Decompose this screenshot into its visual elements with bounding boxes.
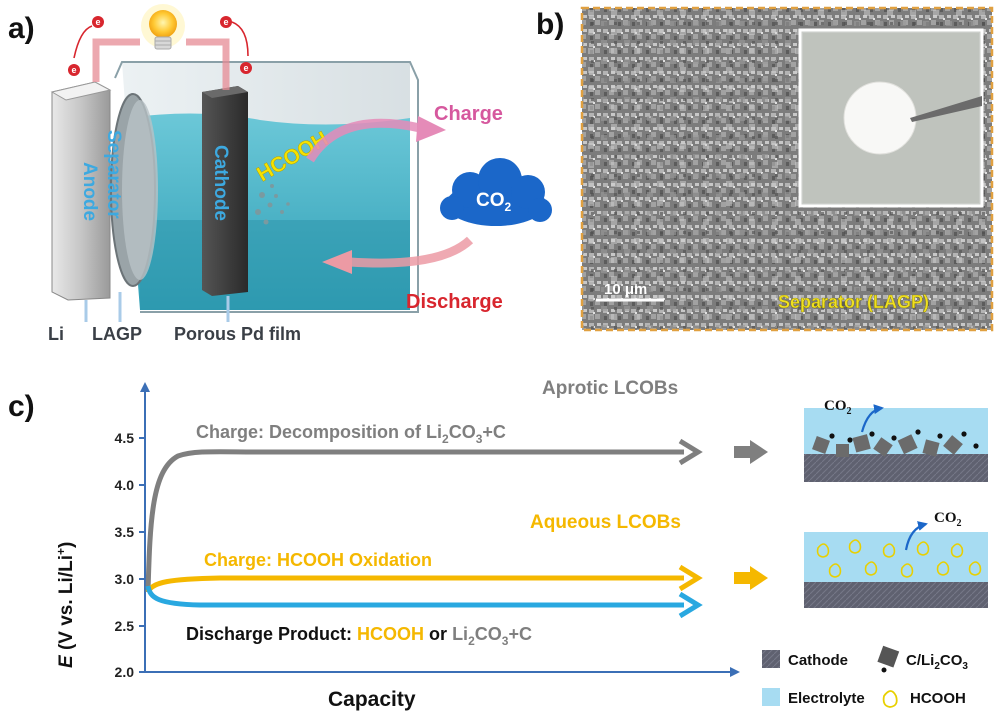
anode-label: Anode (79, 162, 100, 221)
svg-text:e: e (71, 65, 76, 75)
co2-cloud-icon (440, 158, 552, 226)
legend-electrolyte-label: Electrolyte (788, 690, 865, 707)
y-tick-label: 2.5 (115, 618, 135, 634)
discharge-curve (145, 585, 684, 608)
electron-left2-icon: e (68, 64, 80, 76)
y-ticks (139, 437, 145, 673)
lagp-label: LAGP (92, 324, 142, 344)
discharge-arrowhead (322, 250, 352, 274)
legend-electrolyte-swatch (762, 688, 780, 706)
inset-photo (798, 28, 984, 208)
legend-cathode-label: Cathode (788, 652, 848, 669)
svg-text:e: e (223, 17, 228, 27)
charge-arrow (306, 118, 421, 163)
container-outline (114, 61, 419, 313)
y-tick-label: 4.5 (115, 430, 135, 446)
wire-left (92, 38, 140, 82)
aprotic-charge-curve (145, 449, 684, 593)
aqueous-charge-curve (145, 575, 684, 594)
aqueous-charge-label: Charge: HCOOH Oxidation (204, 550, 432, 570)
aqueous-title: Aqueous LCOBs (530, 512, 681, 533)
panel-c: c) 4.5 4.0 3.5 3.0 2.5 2.0 E (V vs. Li/L… (8, 378, 988, 711)
x-axis-label: Capacity (328, 688, 416, 711)
electron-path-right (231, 21, 249, 57)
legend: Cathode C/Li2CO3 Electrolyte HCOOH (762, 645, 968, 708)
electron-right-icon: e (220, 16, 232, 28)
panel-c-label: c) (8, 390, 35, 423)
y-tick-label: 3.0 (115, 571, 135, 587)
aprotic-arrowhead (678, 438, 703, 466)
aprotic-charge-label: Charge: Decomposition of Li2CO3+C (196, 422, 506, 446)
panel-a: a) Anode Separator Cathode (8, 4, 552, 344)
separator-label: Separator (103, 130, 124, 219)
scale-bar-label: 10 μm (604, 281, 647, 298)
pd-film-label: Porous Pd film (174, 324, 301, 344)
light-bulb-icon (141, 4, 185, 50)
panel-b: b) 10 μm Separator (LAGP) (536, 6, 994, 332)
aqueous-co2-label: CO2 (934, 510, 962, 529)
electron-path-left (73, 25, 93, 59)
discharge-arrowhead (678, 591, 703, 619)
aqueous-schematic (804, 521, 988, 608)
aprotic-schematic (804, 404, 988, 482)
cathode-plate (202, 86, 248, 296)
aqueous-side-arrow (734, 566, 768, 590)
discharge-label: Discharge (406, 291, 503, 313)
sem-caption: Separator (LAGP) (778, 292, 929, 312)
svg-text:e: e (95, 17, 100, 27)
sem-image-border (580, 6, 994, 332)
co2-cloud-label: CO2 (476, 190, 512, 214)
panel-b-label: b) (536, 8, 564, 41)
aprotic-side-arrow (734, 440, 768, 464)
cathode-label: Cathode (210, 145, 231, 221)
legend-c-li2co3-label: C/Li2CO3 (906, 652, 968, 672)
y-tick-label: 2.0 (115, 664, 135, 680)
electron-left-icon: e (92, 16, 104, 28)
y-tick-label: 3.5 (115, 524, 135, 540)
charge-arrowhead (416, 116, 446, 142)
wire-right (186, 38, 230, 90)
discharge-product-label: Discharge Product: HCOOH or Li2CO3+C (186, 624, 532, 648)
separator-disc (110, 93, 158, 287)
electron-right2-icon: e (240, 62, 252, 74)
legend-c-li2co3-swatch (877, 645, 900, 673)
charge-label: Charge (434, 103, 503, 125)
legend-hcooh-swatch (882, 690, 898, 708)
panel-a-label: a) (8, 12, 35, 45)
y-tick-label: 4.0 (115, 477, 135, 493)
legend-cathode-swatch (762, 650, 780, 668)
y-axis-label: E (V vs. Li/Li+) (54, 542, 77, 668)
aqueous-arrowhead (678, 564, 703, 592)
li-label: Li (48, 324, 64, 344)
aprotic-title: Aprotic LCOBs (542, 378, 678, 399)
y-tick-labels: 4.5 4.0 3.5 3.0 2.5 2.0 (115, 430, 135, 680)
anode-plate (50, 81, 112, 301)
legend-hcooh-label: HCOOH (910, 690, 966, 707)
discharge-arrow (349, 236, 474, 268)
svg-text:e: e (243, 63, 248, 73)
aprotic-co2-label: CO2 (824, 398, 852, 417)
gas-bubbles (255, 184, 290, 225)
bottom-pointers (84, 292, 230, 322)
